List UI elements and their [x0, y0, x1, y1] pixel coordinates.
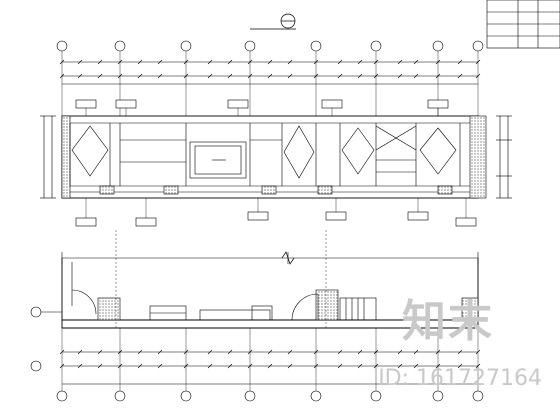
bottom-grid-row [56, 328, 484, 402]
grid-bubble-top [114, 40, 126, 52]
callout-tag [75, 99, 97, 109]
north-symbol [250, 13, 296, 30]
top-grid-row [56, 40, 484, 116]
grid-bubble-top [310, 40, 322, 52]
left-grid-markers [30, 306, 42, 372]
grid-bubble-bottom [432, 390, 444, 402]
title-block [486, 0, 560, 49]
grid-bubble-bottom [472, 390, 484, 402]
guide-lines [115, 230, 327, 330]
callout-tag [321, 99, 343, 109]
grid-bubble-bottom [180, 390, 192, 402]
grid-bubble-bottom [114, 390, 126, 402]
grid-bubble-bottom [244, 390, 256, 402]
lower-plan [40, 252, 484, 402]
grid-bubble-top [244, 40, 256, 52]
callout-tag [325, 211, 347, 221]
grid-bubble-top [370, 40, 382, 52]
grid-bubble-bottom [310, 390, 322, 402]
callout-tag [135, 217, 157, 227]
grid-bubble-top [472, 40, 484, 52]
callout-tag [455, 217, 477, 227]
callout-tag [227, 99, 249, 109]
grid-bubble-top [56, 40, 68, 52]
callout-tag [247, 211, 269, 221]
callout-tag [427, 99, 449, 109]
break-symbol [281, 251, 295, 265]
grid-bubble-bottom [56, 390, 68, 402]
grid-bubble-top [180, 40, 192, 52]
callout-tag [407, 211, 429, 221]
upper-elevation [40, 40, 512, 227]
callout-tag [115, 99, 137, 109]
grid-bubble-top [432, 40, 444, 52]
grid-bubble-bottom [370, 390, 382, 402]
callout-tag [75, 217, 97, 227]
